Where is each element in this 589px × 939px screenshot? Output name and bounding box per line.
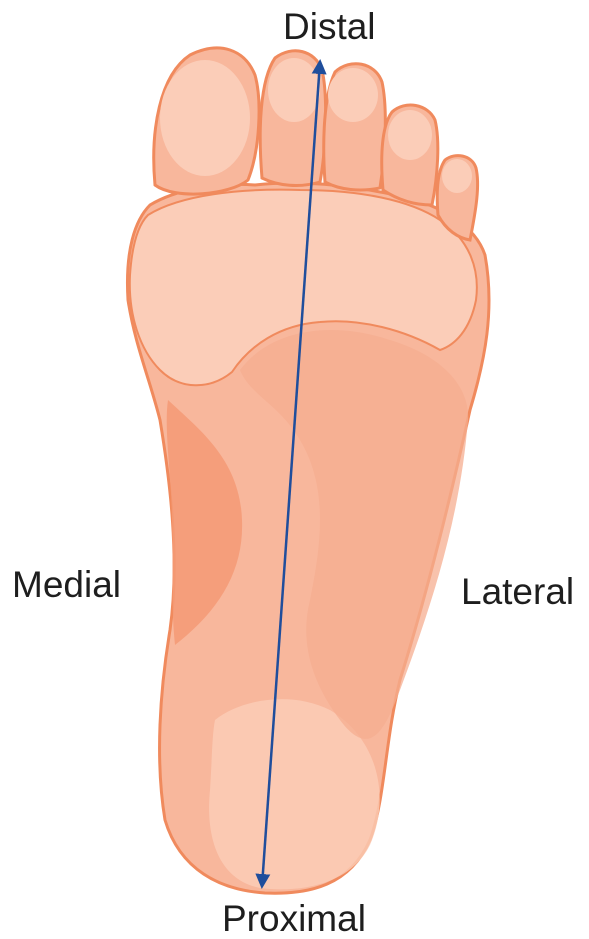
fourth-toe-icon (382, 105, 438, 205)
label-lateral: Lateral (461, 573, 574, 610)
third-toe-icon (324, 64, 386, 190)
big-toe-icon (154, 48, 259, 194)
label-medial: Medial (12, 566, 121, 603)
label-distal: Distal (283, 8, 376, 45)
label-proximal: Proximal (222, 900, 366, 937)
